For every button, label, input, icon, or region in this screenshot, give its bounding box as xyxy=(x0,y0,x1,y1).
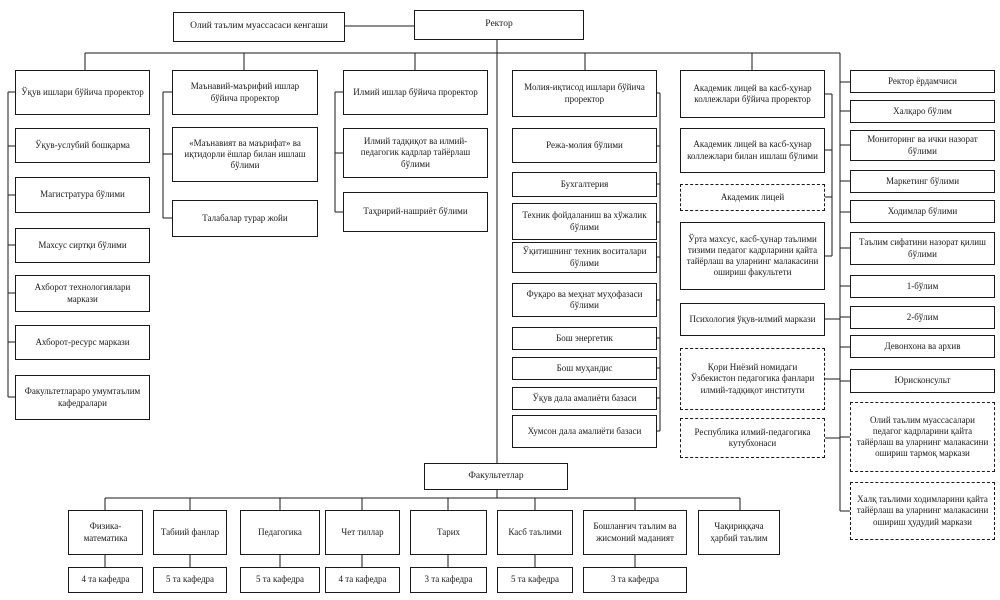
kafedra-count-box: 4 та кафедра xyxy=(68,567,143,593)
prorector-college-box: Академик лицей ва касб-ҳунар коллежлари … xyxy=(680,70,825,118)
faculty-box: Табиий фанлар xyxy=(153,510,227,555)
org-unit-box: Ўқув дала амалиёти базаси xyxy=(512,387,657,410)
org-unit-box: Бухгалтерия xyxy=(512,172,657,197)
org-unit-box: Психология ўқув-илмий маркази xyxy=(680,303,825,336)
faculty-box: Чақириққача ҳарбий таълим xyxy=(698,510,780,555)
org-unit-box: Ўқув-услубий бошқарма xyxy=(15,128,150,163)
org-unit-box: Республика илмий-педагогика кутубхонаси xyxy=(680,418,825,458)
rector-unit-box: 1-бўлим xyxy=(850,275,995,298)
org-unit-box: Ўқитишнинг техник воситалари бўлими xyxy=(512,242,657,273)
org-unit-box: Бош муҳандис xyxy=(512,357,657,380)
rector-unit-box: Таълим сифатини назорат қилиш бўлими xyxy=(850,232,995,265)
org-unit-box: Режа-молия бўлими xyxy=(512,128,657,163)
org-unit-box: Бош энергетик xyxy=(512,327,657,350)
kafedra-count-box: 5 та кафедра xyxy=(153,567,227,593)
faculties-root-box: Факультетлар xyxy=(424,463,568,490)
org-unit-box: Академик лицей ва касб-ҳунар коллежлари … xyxy=(680,128,825,173)
rector-unit-box: Олий таълим муассасалари педагог кадрлар… xyxy=(850,402,995,472)
faculty-box: Педагогика xyxy=(240,510,320,555)
rector-unit-box: Халқ таълими ходимларини қайта тайёрлаш … xyxy=(850,482,995,540)
rector-unit-box: Ходимлар бўлими xyxy=(850,200,995,223)
org-unit-box: Ахборот технологиялари маркази xyxy=(15,275,150,312)
kafedra-count-box: 5 та кафедра xyxy=(240,567,320,593)
org-unit-box: Техник фойдаланиш ва хўжалик бўлими xyxy=(512,203,657,240)
prorector-science-box: Илмий ишлар бўйича проректор xyxy=(343,70,488,115)
org-unit-box: Илмий тадқиқот ва илмий-педагогик кадрла… xyxy=(343,128,488,178)
prorector-study-box: Ўқув ишлари бўйича проректор xyxy=(15,70,150,115)
org-unit-box: Ахборот-ресурс маркази xyxy=(15,325,150,360)
rector-unit-box: Халқаро бўлим xyxy=(850,100,995,123)
org-unit-box: Магистратура бўлими xyxy=(15,177,150,213)
prorector-spiritual-box: Маънавий-маърифий ишлар бўйича проректор xyxy=(172,70,318,115)
org-unit-box: «Маънавият ва маърифат» ва иқтидорли ёшл… xyxy=(172,127,318,182)
org-unit-box: Академик лицей xyxy=(680,184,825,211)
rector-unit-box: Юрисконсульт xyxy=(850,369,995,393)
org-unit-box: Махсус сиртқи бўлими xyxy=(15,228,150,263)
org-unit-box: Қори Ниёзий номидаги Ўзбекистон педагоги… xyxy=(680,348,825,410)
prorector-finance-box: Молия-иқтисод ишлари бўйича проректор xyxy=(512,70,657,117)
rector-unit-box: Маркетинг бўлими xyxy=(850,170,995,193)
org-unit-box: Талабалар турар жойи xyxy=(172,200,318,237)
kafedra-count-box: 3 та кафедра xyxy=(583,567,687,593)
faculty-box: Тарих xyxy=(410,510,487,555)
org-unit-box: Ўрта махсус, касб-ҳунар таълими тизими п… xyxy=(680,222,825,290)
org-unit-box: Фуқаро ва меҳнат муҳофазаси бўлими xyxy=(512,283,657,317)
faculty-box: Чет тиллар xyxy=(325,510,400,555)
kafedra-count-box: 5 та кафедра xyxy=(497,567,573,593)
rector-unit-box: Ректор ёрдамчиси xyxy=(850,70,995,93)
org-unit-box: Хумсон дала амалиёти базаси xyxy=(512,415,657,448)
org-unit-box: Таҳририй-нашриёт бўлими xyxy=(343,192,488,232)
rector-box: Ректор xyxy=(414,10,584,40)
rector-unit-box: Девонхона ва архив xyxy=(850,335,995,358)
faculty-box: Бошланғич таълим ва жисмоний маданият xyxy=(583,510,687,555)
kafedra-count-box: 3 та кафедра xyxy=(410,567,487,593)
kafedra-count-box: 4 та кафедра xyxy=(325,567,400,593)
council-box: Олий таълим муассасаси кенгаши xyxy=(173,12,345,42)
rector-unit-box: Мониторинг ва ички назорат бўлими xyxy=(850,130,995,161)
rector-unit-box: 2-бўлим xyxy=(850,306,995,329)
faculty-box: Физика-математика xyxy=(68,510,143,555)
faculty-box: Касб таълими xyxy=(497,510,573,555)
org-unit-box: Факультетлараро умумтаълим кафедралари xyxy=(15,375,150,420)
